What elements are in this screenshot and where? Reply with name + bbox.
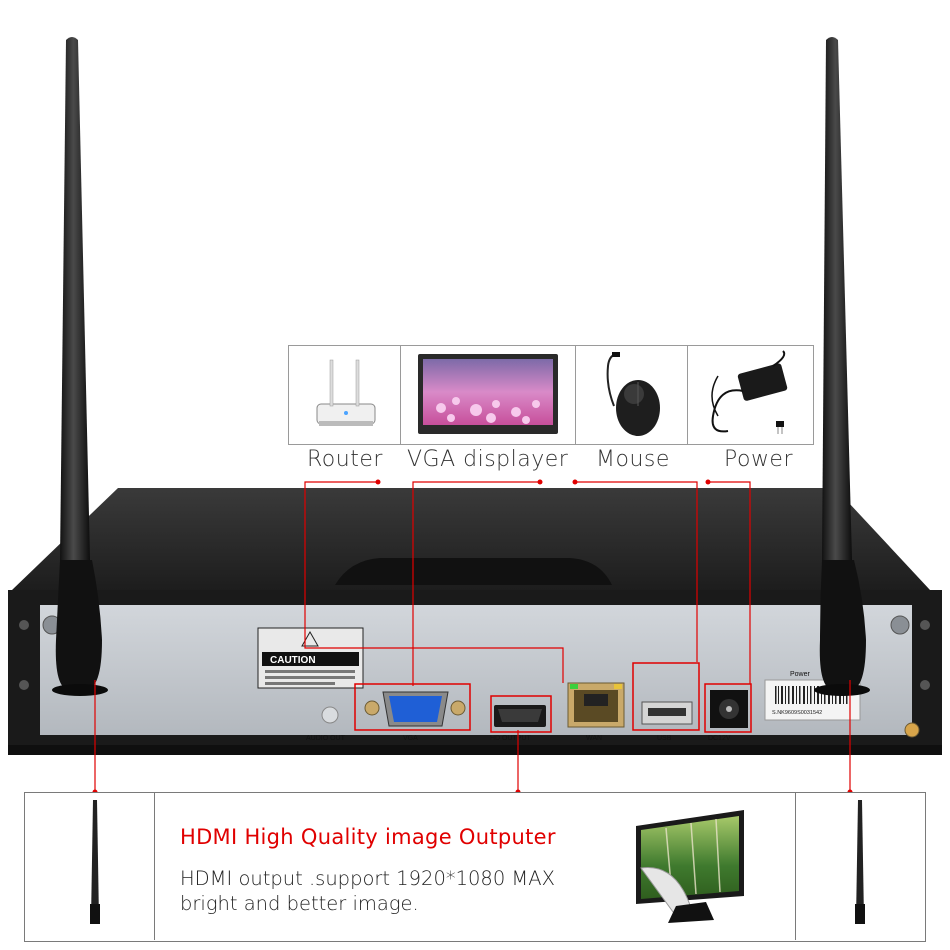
router-icon (316, 359, 376, 426)
feature-line-2: bright and better image. (180, 892, 419, 915)
dc-power-port (710, 690, 748, 728)
device-top-cover (12, 488, 930, 590)
power-label: Power (790, 671, 811, 678)
left-antenna-icon (52, 37, 108, 696)
hdmi-tv-icon (636, 810, 744, 923)
hdmi-port (494, 705, 546, 727)
usb-port (641, 701, 693, 725)
antenna-thumbnail-left-icon (90, 800, 100, 924)
power-adapter-icon (711, 350, 788, 434)
feature-strip (24, 792, 926, 942)
dc-label: DC12V (708, 735, 731, 742)
feature-divider-right (795, 792, 796, 940)
usb-label: USB (657, 735, 672, 742)
monitor-icon (418, 354, 558, 434)
power-box (687, 345, 814, 445)
vga-port (364, 691, 466, 727)
feature-description: HDMI output .support 1920*1080 MAX brigh… (180, 866, 555, 916)
caution-label: CAUTION (270, 655, 316, 666)
rear-panel (8, 590, 942, 755)
connector-lines (94, 481, 851, 792)
feature-divider-left (154, 792, 155, 940)
vga-displayer-label: VGA displayer (407, 447, 569, 472)
wan-port (567, 682, 625, 728)
mouse-icon (606, 352, 660, 436)
ground-screw (904, 722, 920, 738)
wan-label: WAN (586, 735, 602, 742)
serial-number: S.NK9609S0031542 (772, 710, 822, 716)
router-box (288, 345, 402, 445)
feature-title: HDMI High Quality image Outputer (180, 825, 556, 849)
monitor-box (400, 345, 577, 445)
mouse-label: Mouse (596, 447, 670, 472)
hdmi-label: HD OUTPUT (490, 735, 532, 742)
feature-line-1: HDMI output .support 1920*1080 MAX (180, 867, 555, 890)
vga-label: VGA (403, 735, 418, 742)
audio-out-label: AUDIO OUT (306, 735, 346, 742)
port-highlights (354, 662, 752, 733)
caution-sticker (257, 627, 364, 689)
antenna-thumbnail-right-icon (855, 800, 865, 924)
audio-out-port (321, 706, 339, 724)
right-antenna-icon (814, 37, 870, 696)
power-device-label: Power (724, 447, 794, 472)
router-label: Router (307, 447, 383, 472)
mouse-box (575, 345, 689, 445)
